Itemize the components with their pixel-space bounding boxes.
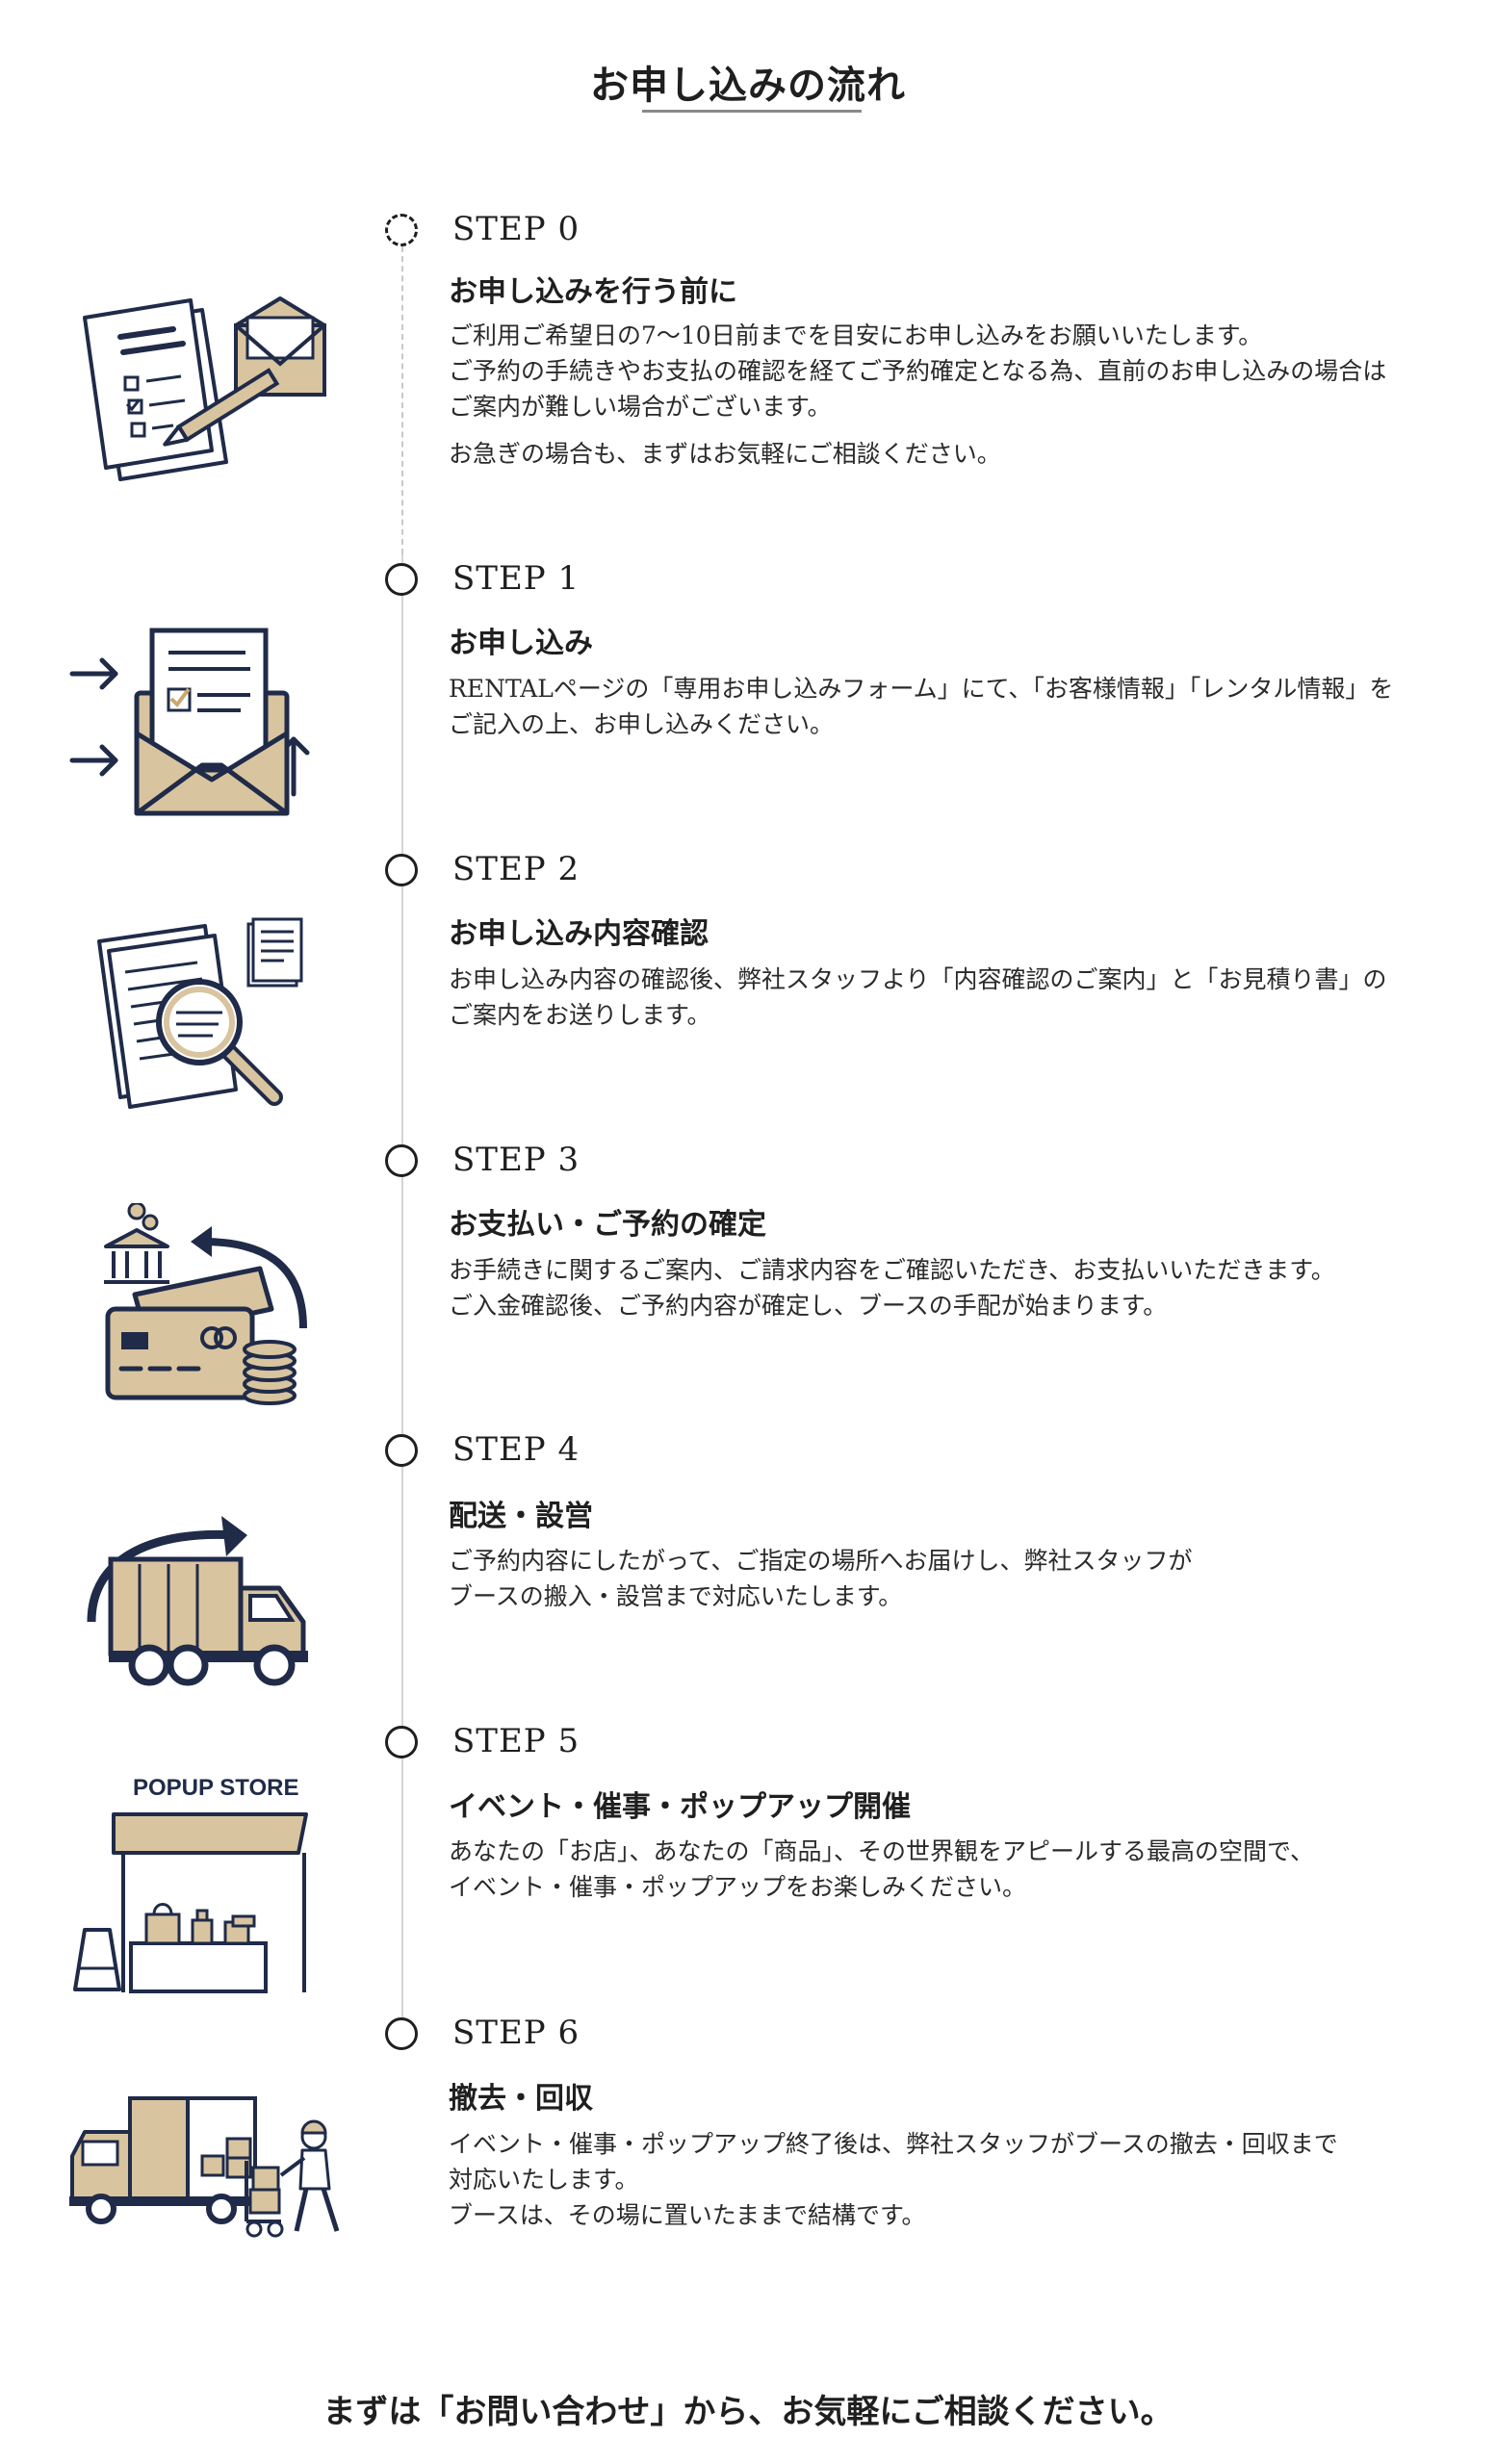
step-marker — [385, 854, 418, 886]
step-heading: 撤去・回収 — [449, 2082, 593, 2116]
payment-card-bank-icon — [104, 1203, 307, 1405]
contact-cta-text: まずは「お問い合わせ」から、お気軽にご相談ください。 — [322, 2393, 1174, 2431]
step-marker — [385, 1144, 418, 1177]
step-description: お手続きに関するご案内、ご請求内容をご確認いただき、お支払いいただきます。 ご入… — [449, 1252, 1450, 1323]
title-underline — [642, 110, 862, 113]
step-description: イベント・催事・ポップアップ終了後は、弊社スタッフがブースの撤去・回収まで 対応… — [449, 2126, 1450, 2233]
description-line: RENTALページの「専用お申し込みフォーム」にて、「お客様情報」「レンタル情報… — [449, 675, 1394, 703]
description-line: ブースは、その場に置いたままで結構です。 — [449, 2201, 926, 2229]
step-label: STEP 3 — [452, 1141, 580, 1179]
page-title: お申し込みの流れ — [590, 63, 906, 108]
step-label: STEP 2 — [452, 850, 580, 888]
description-line: 対応いたします。 — [449, 2166, 639, 2194]
step-heading: お申し込みを行う前に — [449, 275, 737, 309]
step-label: STEP 0 — [452, 210, 580, 248]
documents-envelope-pen-icon — [83, 296, 326, 481]
step-marker — [385, 2017, 418, 2050]
description-line: ブースの搬入・設営まで対応いたします。 — [449, 1582, 903, 1610]
mail-form-submit-icon — [69, 628, 310, 816]
document-magnifier-icon — [97, 917, 303, 1109]
step-label: STEP 6 — [452, 2014, 580, 2052]
step-marker — [385, 563, 418, 596]
step-description: ご利用ご希望日の7〜10日前までを目安にお申し込みをお願いいたします。 ご予約の… — [449, 318, 1450, 472]
step-label: STEP 4 — [452, 1430, 580, 1469]
step-marker — [385, 1726, 418, 1758]
description-line: イベント・催事・ポップアップ終了後は、弊社スタッフがブースの撤去・回収まで — [449, 2130, 1338, 2158]
step-heading: イベント・催事・ポップアップ開催 — [449, 1790, 911, 1824]
popup-store-icon: POPUP STORE — [73, 1775, 308, 1993]
step-label: STEP 1 — [452, 559, 580, 598]
description-line: ご案内をお送りします。 — [449, 1001, 711, 1029]
step-description: ご予約内容にしたがって、ご指定の場所へお届けし、弊社スタッフが ブースの搬入・設… — [449, 1543, 1450, 1614]
timeline-dashed-line — [401, 246, 403, 554]
description-line: あなたの「お店」、あなたの「商品」、その世界観をアピールする最高の空間で、 — [449, 1837, 1315, 1865]
step-label: STEP 5 — [452, 1722, 580, 1760]
timeline-line — [401, 554, 403, 2037]
description-note: お急ぎの場合も、まずはお気軽にご相談ください。 — [449, 440, 1001, 468]
truck-staff-cart-icon — [69, 2096, 340, 2238]
description-line: ご予約の手続きやお支払の確認を経てご予約確定となる為、直前のお申し込みの場合は — [449, 357, 1387, 385]
step-marker — [385, 1434, 418, 1467]
description-line: ご入金確認後、ご予約内容が確定し、ブースの手配が始まります。 — [449, 1292, 1168, 1320]
description-line: ご予約内容にしたがって、ご指定の場所へお届けし、弊社スタッフが — [449, 1547, 1193, 1575]
description-line: イベント・催事・ポップアップをお楽しみください。 — [449, 1873, 1027, 1901]
step-description: お申し込み内容の確認後、弊社スタッフより「内容確認のご案内」と「お見積り書」の … — [449, 962, 1450, 1033]
step-marker-dashed — [385, 214, 418, 246]
popup-store-label: POPUP STORE — [133, 1775, 299, 1801]
step-description: あなたの「お店」、あなたの「商品」、その世界観をアピールする最高の空間で、 イベ… — [449, 1834, 1450, 1905]
step-heading: お申し込み内容確認 — [449, 917, 709, 951]
step-heading: お申し込み — [449, 627, 593, 660]
description-line: ご記入の上、お申し込みください。 — [449, 710, 835, 738]
description-line: ご案内が難しい場合がございます。 — [449, 393, 832, 421]
delivery-truck-icon — [87, 1516, 308, 1686]
description-line: お申し込み内容の確認後、弊社スタッフより「内容確認のご案内」と「お見積り書」の — [449, 965, 1387, 993]
step-heading: 配送・設営 — [449, 1500, 593, 1533]
description-line: お手続きに関するご案内、ご請求内容をご確認いただき、お支払いいただきます。 — [449, 1256, 1335, 1284]
step-heading: お支払い・ご予約の確定 — [449, 1208, 766, 1242]
description-line: ご利用ご希望日の7〜10日前までを目安にお申し込みをお願いいたします。 — [449, 321, 1263, 349]
step-description: RENTALページの「専用お申し込みフォーム」にて、「お客様情報」「レンタル情報… — [449, 671, 1450, 742]
